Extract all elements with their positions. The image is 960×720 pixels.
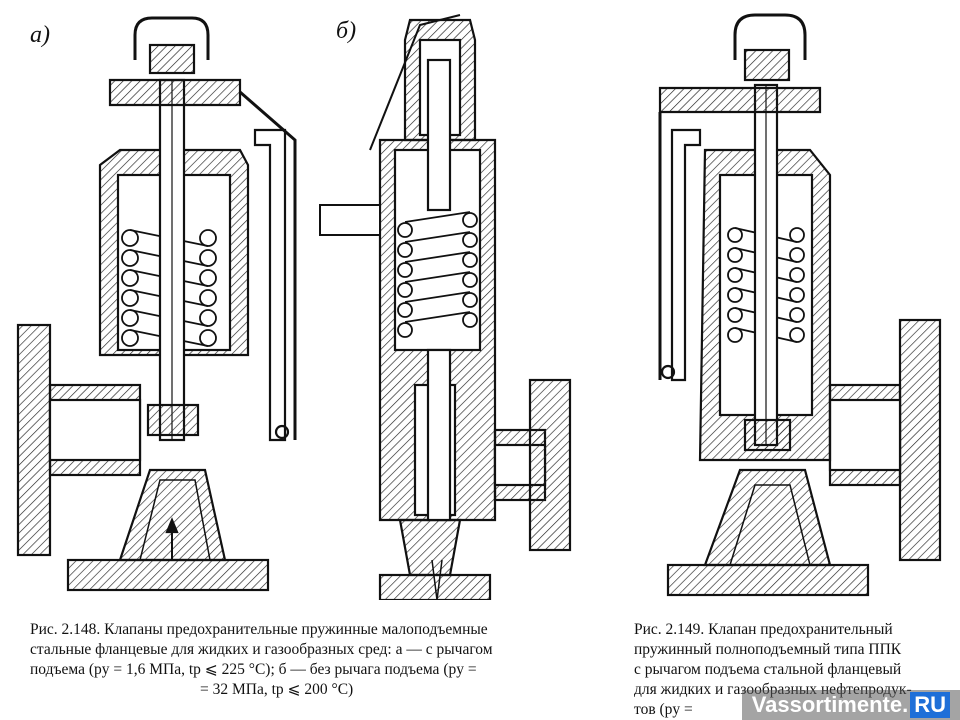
caption-line: Рис. 2.148. Клапаны предохранительные пр… (30, 621, 488, 638)
valve-b-spring (397, 211, 478, 338)
technical-drawings: а) б) (16, 13, 942, 602)
caption-line: тов (pу = (634, 701, 693, 718)
caption-line: пружинный полноподъемный типа ППК (634, 641, 902, 658)
watermark-name: Vassortimente. (751, 692, 909, 717)
caption-line: стальные фланцевые для жидких и газообра… (30, 641, 493, 658)
caption-line: подъема (pу = 1,6 МПа, tр ⩽ 225 °С); б —… (30, 661, 477, 678)
valve-a-drawing (16, 16, 297, 592)
valve-ppk-drawing (658, 13, 942, 597)
valve-drawings-svg (16, 13, 942, 602)
caption-fig-2-148: Рис. 2.148. Клапаны предохранительные пр… (30, 620, 600, 700)
watermark-tld: RU (910, 692, 950, 718)
valve-b-drawing (319, 14, 572, 602)
panel-label-a: а) (30, 22, 50, 48)
site-watermark: Vassortimente.RU (741, 690, 960, 720)
panel-label-b: б) (336, 18, 357, 44)
caption-line: с рычагом подъема стальной фланцевый (634, 661, 902, 678)
caption-line: = 32 МПа, tр ⩽ 200 °С) (200, 681, 354, 698)
caption-line: Рис. 2.149. Клапан предохранительный (634, 621, 893, 638)
